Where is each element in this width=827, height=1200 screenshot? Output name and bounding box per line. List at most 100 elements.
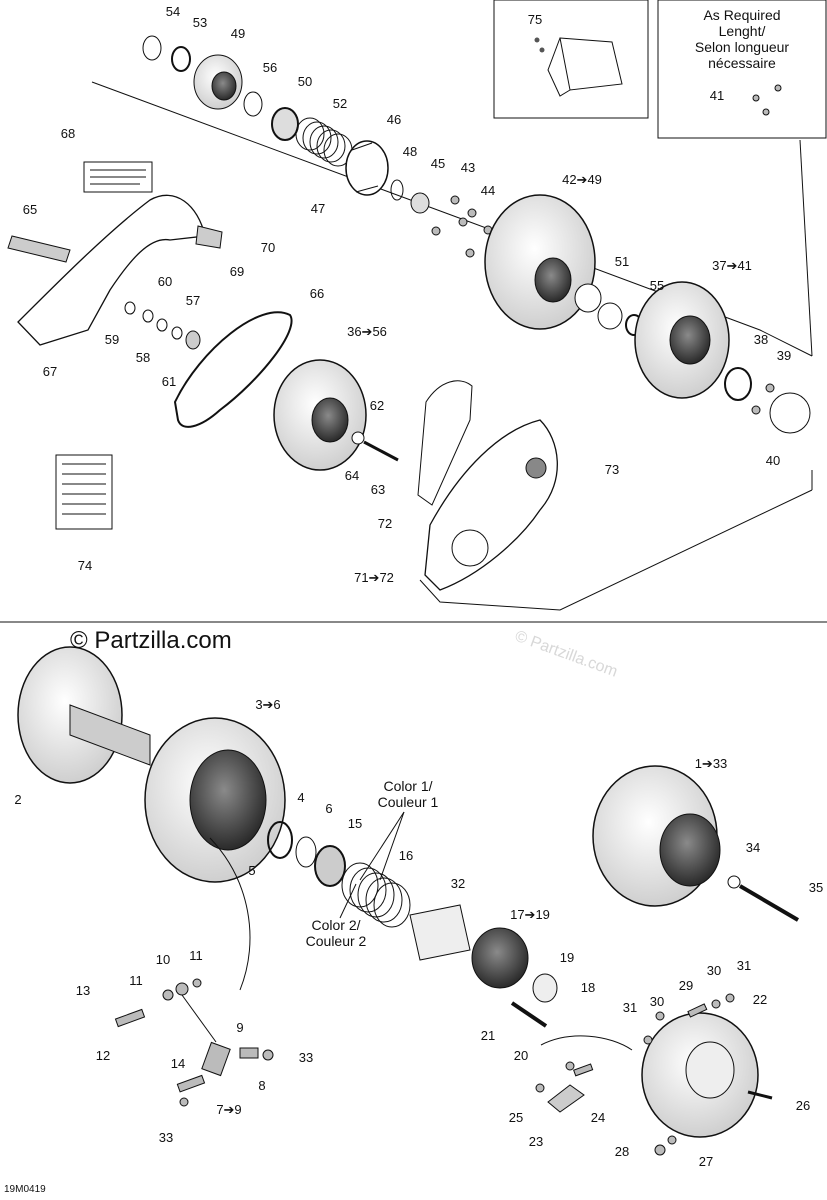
bottom-callout: 21	[481, 1028, 495, 1043]
bushing-18	[532, 973, 558, 1003]
pulley-assembly-hub	[659, 813, 721, 887]
bolt-63	[363, 440, 399, 462]
washer-34	[727, 875, 741, 889]
top-callout: 62	[370, 398, 384, 413]
bushing-32	[409, 904, 471, 961]
top-callout: 43	[461, 160, 475, 175]
top-callout: 42➔49	[562, 172, 602, 187]
top-callout: 72	[378, 516, 392, 531]
note-line-3: Selon longueur	[695, 39, 790, 55]
drive-belt	[173, 311, 293, 428]
washer-part	[351, 431, 365, 445]
bracket-69	[195, 225, 223, 249]
bottom-callout: 34	[746, 840, 760, 855]
clip-part	[390, 179, 404, 201]
top-callout: 75	[528, 12, 542, 27]
bottom-callout: 19	[560, 950, 574, 965]
cover-71-detail	[451, 529, 489, 567]
top-callout: 59	[105, 332, 119, 347]
assembly-guide-line	[419, 489, 813, 611]
bottom-callout: 2	[14, 792, 21, 807]
color-1-label: Color 1/	[383, 778, 432, 794]
bottom-callout: 35	[809, 880, 823, 895]
spider-part	[211, 71, 237, 101]
top-callout: 68	[61, 126, 75, 141]
top-callout: 40	[766, 453, 780, 468]
top-callout: 50	[298, 74, 312, 89]
nut-part	[765, 383, 775, 393]
top-callout: 64	[345, 468, 359, 483]
top-callout: 36➔56	[347, 324, 387, 339]
decal-pattern	[62, 463, 106, 515]
top-callout: 54	[166, 4, 180, 19]
ramp-assembly-hub	[685, 1041, 735, 1099]
top-callout: 71➔72	[354, 570, 394, 585]
top-callout: 46	[387, 112, 401, 127]
top-callout: 47	[311, 201, 325, 216]
bottom-callout: 30	[650, 994, 664, 1009]
top-callout: 39	[777, 348, 791, 363]
cover-part	[769, 392, 811, 434]
bottom-callout: 9	[236, 1020, 243, 1035]
ring-part	[142, 35, 162, 61]
screw-part	[534, 37, 540, 43]
washer-part	[574, 283, 602, 313]
washer-part	[124, 301, 136, 315]
bottom-callout: 16	[399, 848, 413, 863]
bottom-callout: 25	[509, 1110, 523, 1125]
drive-shaft	[69, 704, 151, 766]
bottom-callout: 17➔19	[510, 907, 550, 922]
top-callout: 74	[78, 558, 92, 573]
color-2-label: Color 2/	[311, 917, 360, 933]
washer-part	[185, 330, 201, 350]
ring-part	[295, 836, 317, 868]
assembly-guide-line	[799, 139, 813, 357]
leader-line	[339, 883, 357, 919]
top-callout: 56	[263, 60, 277, 75]
bottom-callout: 14	[171, 1056, 185, 1071]
retaining-ring	[724, 367, 752, 401]
assembly-guide-line	[91, 81, 813, 357]
washer-part	[171, 326, 183, 340]
assembly-arrow	[540, 1035, 633, 1051]
bottom-callout: 28	[615, 1144, 629, 1159]
note-line-1: As Required	[703, 7, 780, 23]
spider-assembly-hub	[669, 315, 711, 365]
shaft-65	[7, 235, 71, 263]
top-callout: 60	[158, 274, 172, 289]
washer-part	[142, 309, 154, 323]
bottom-callout: 24	[591, 1110, 605, 1125]
bottom-callout: 27	[699, 1154, 713, 1169]
bottom-callout: 11	[189, 948, 203, 963]
top-callout: 67	[43, 364, 57, 379]
cover-71-detail	[525, 457, 547, 479]
top-callout: 66	[310, 286, 324, 301]
bottom-callout: 5	[248, 863, 255, 878]
top-callout: 48	[403, 144, 417, 159]
top-callout: 51	[615, 254, 629, 269]
cylinder-part	[345, 140, 389, 196]
bottom-callout: 12	[96, 1048, 110, 1063]
top-callout: 44	[481, 183, 495, 198]
color-1-label-fr: Couleur 1	[378, 794, 439, 810]
ring-part	[243, 91, 263, 117]
leader-line	[379, 811, 405, 881]
sheave-hub	[534, 257, 572, 303]
top-callout: 41	[710, 88, 724, 103]
top-callout: 63	[371, 482, 385, 497]
top-callout: 65	[23, 202, 37, 217]
top-callout: 70	[261, 240, 275, 255]
bottom-callout: 3➔6	[255, 697, 280, 712]
bottom-callout: 1➔33	[695, 756, 728, 771]
spring-cup	[314, 845, 346, 887]
top-callout: 58	[136, 350, 150, 365]
spring-part	[295, 117, 353, 167]
bottom-callout: 31	[737, 958, 751, 973]
top-callout: 38	[754, 332, 768, 347]
ring-part	[171, 46, 191, 72]
top-callout: 45	[431, 156, 445, 171]
top-callout: 73	[605, 462, 619, 477]
bottom-callout: 10	[156, 952, 170, 967]
